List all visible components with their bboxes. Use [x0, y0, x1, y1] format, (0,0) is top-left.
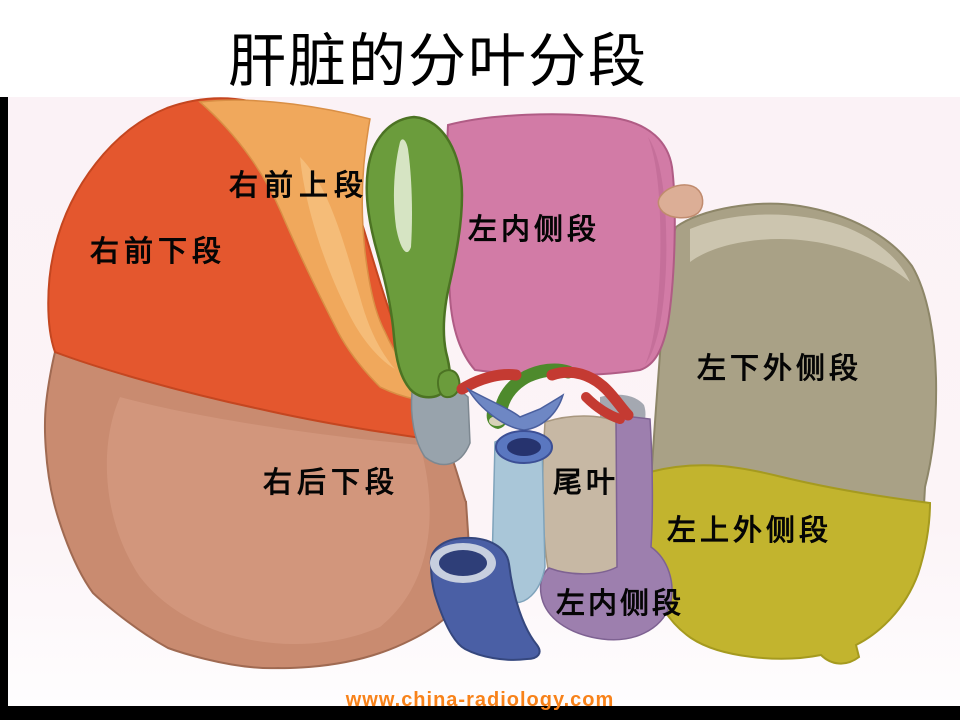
- region-right-anterior-superior-highlight: [300, 157, 395, 369]
- label-right-anterior-inferior: 右前下段: [90, 236, 227, 268]
- hepatic-artery-branch: [581, 392, 625, 424]
- label-left-medial-upper: 左内侧段: [468, 214, 601, 246]
- region-right-posterior-inferior-highlight: [106, 397, 430, 645]
- liver-diagram: [43, 97, 938, 670]
- label-left-superior-lateral: 左上外侧段: [667, 515, 833, 547]
- label-right-posterior-inferior: 右后下段: [263, 467, 400, 499]
- region-left-medial-lower: [539, 414, 673, 641]
- label-caudate-lobe: 尾叶: [553, 467, 620, 499]
- bottom-frame-bar: [0, 706, 960, 720]
- label-left-inferior-lateral: 左下外侧段: [697, 353, 863, 385]
- liver-nubbin: [657, 184, 704, 219]
- label-left-medial-lower: 左内侧段: [556, 588, 685, 620]
- left-frame-bar: [0, 97, 8, 720]
- region-left-medial-upper: [445, 113, 676, 377]
- gallbladder-highlight: [393, 139, 412, 253]
- ivc-opening-lumen: [439, 550, 487, 576]
- page-title: 肝脏的分叶分段: [227, 29, 648, 94]
- hepatic-artery: [456, 369, 522, 395]
- region-left-inferior-lateral-highlight: [690, 214, 910, 282]
- hepatic-artery-right: [546, 366, 634, 421]
- gallbladder: [365, 115, 464, 399]
- portal-vein-branches: [465, 387, 565, 431]
- region-left-medial-upper-shade: [645, 137, 667, 365]
- label-right-anterior-superior: 右前上段: [229, 170, 370, 202]
- gallbladder-lobe: [437, 369, 461, 399]
- watermark-url: www.china-radiology.com: [345, 689, 615, 711]
- portal-vein-ring-lumen: [507, 438, 541, 456]
